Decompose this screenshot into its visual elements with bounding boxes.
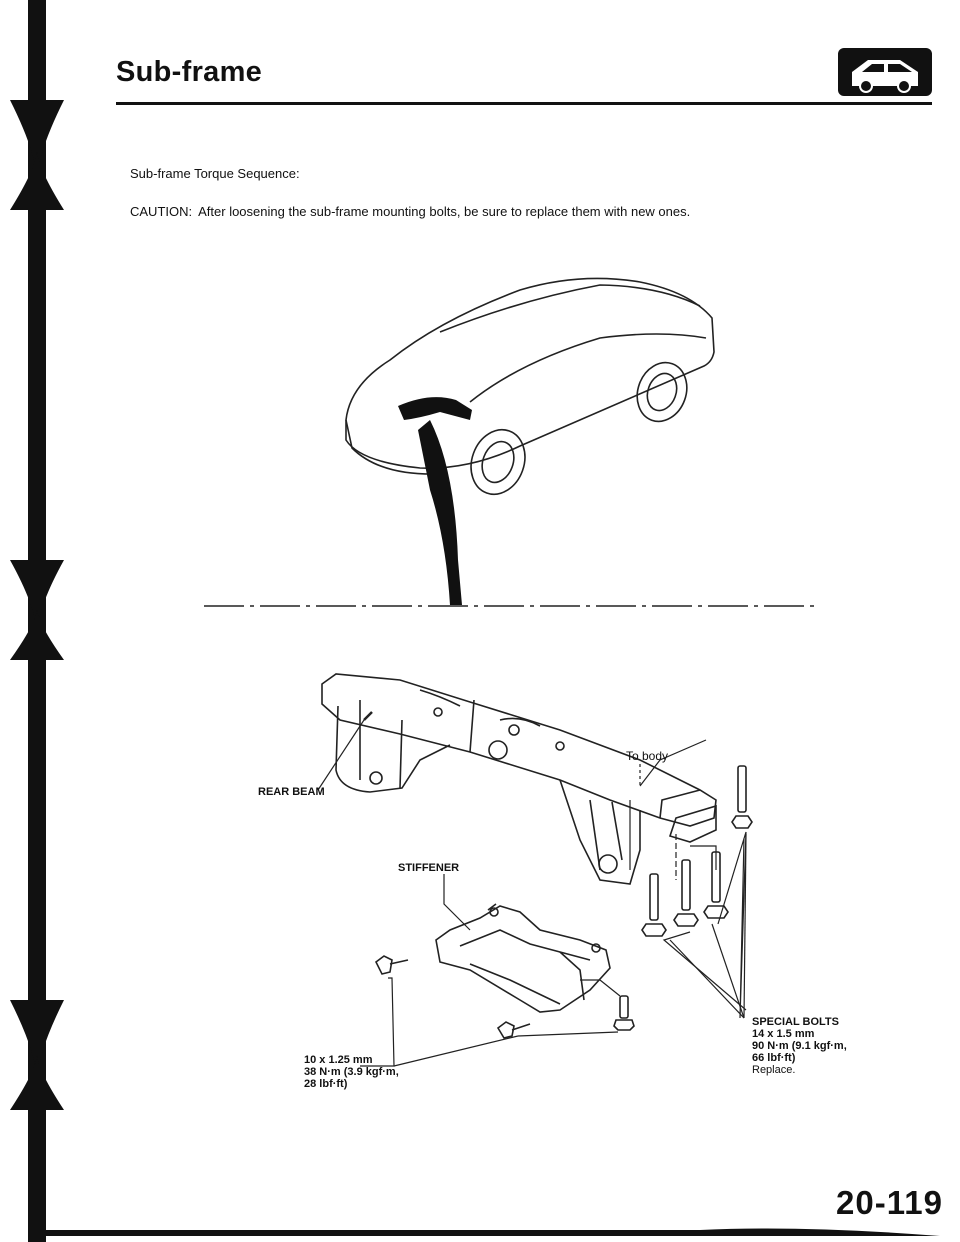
small-bolt-1: [374, 955, 409, 975]
bolt-3: [673, 859, 699, 927]
bolt-2: [641, 873, 667, 937]
binder-tab-1: [10, 100, 64, 210]
torque-sequence-heading: Sub-frame Torque Sequence:: [130, 166, 300, 181]
page-number: 20-119: [836, 1184, 943, 1221]
stiffener-label: STIFFENER: [398, 862, 460, 874]
hatchback-car-icon: [838, 48, 932, 96]
special-bolts-name: SPECIAL BOLTS: [752, 1016, 839, 1028]
special-bolts-torque: 90 N·m (9.1 kgf·m,: [752, 1040, 847, 1052]
small-bolts-torque-ft: 28 lbf·ft): [304, 1078, 348, 1090]
small-bolts-size: 10 x 1.25 mm: [304, 1054, 373, 1066]
binder-tab-3: [10, 1000, 64, 1110]
special-bolts-torque-ft: 66 lbf·ft): [752, 1052, 796, 1064]
rear-beam-label: REAR BEAM: [258, 786, 325, 798]
special-bolts-illustration: [641, 765, 753, 937]
rear-beam-illustration: [321, 673, 717, 885]
caution-label: CAUTION:: [130, 204, 193, 219]
small-bolts-callout: 10 x 1.25 mm 38 N·m (3.9 kgf·m, 28 lbf·f…: [304, 1054, 399, 1090]
special-bolts-note: Replace.: [752, 1064, 796, 1076]
page-title: Sub-frame: [116, 56, 263, 88]
small-bolt-2: [496, 1021, 531, 1039]
caution-text: After loosening the sub-frame mounting b…: [198, 204, 691, 219]
small-bolt-3: [613, 995, 635, 1031]
bottom-rule: [28, 1228, 940, 1236]
caution-note: CAUTION: After loosening the sub-frame mo…: [130, 204, 690, 219]
stiffener-illustration: [435, 903, 611, 1013]
small-bolts-illustration: [374, 955, 635, 1039]
to-body-label: To body: [626, 749, 669, 763]
title-rule: [116, 102, 932, 105]
special-bolts-callout: SPECIAL BOLTS 14 x 1.5 mm 90 N·m (9.1 kg…: [752, 1016, 847, 1076]
binder-tab-2: [10, 560, 64, 660]
leader-lines: [317, 711, 747, 1067]
special-bolts-size: 14 x 1.5 mm: [752, 1028, 815, 1040]
subframe-location-marker: [398, 397, 472, 605]
car-location-illustration: [345, 277, 715, 496]
bolt-1: [731, 765, 753, 829]
small-bolts-torque: 38 N·m (3.9 kgf·m,: [304, 1066, 399, 1078]
